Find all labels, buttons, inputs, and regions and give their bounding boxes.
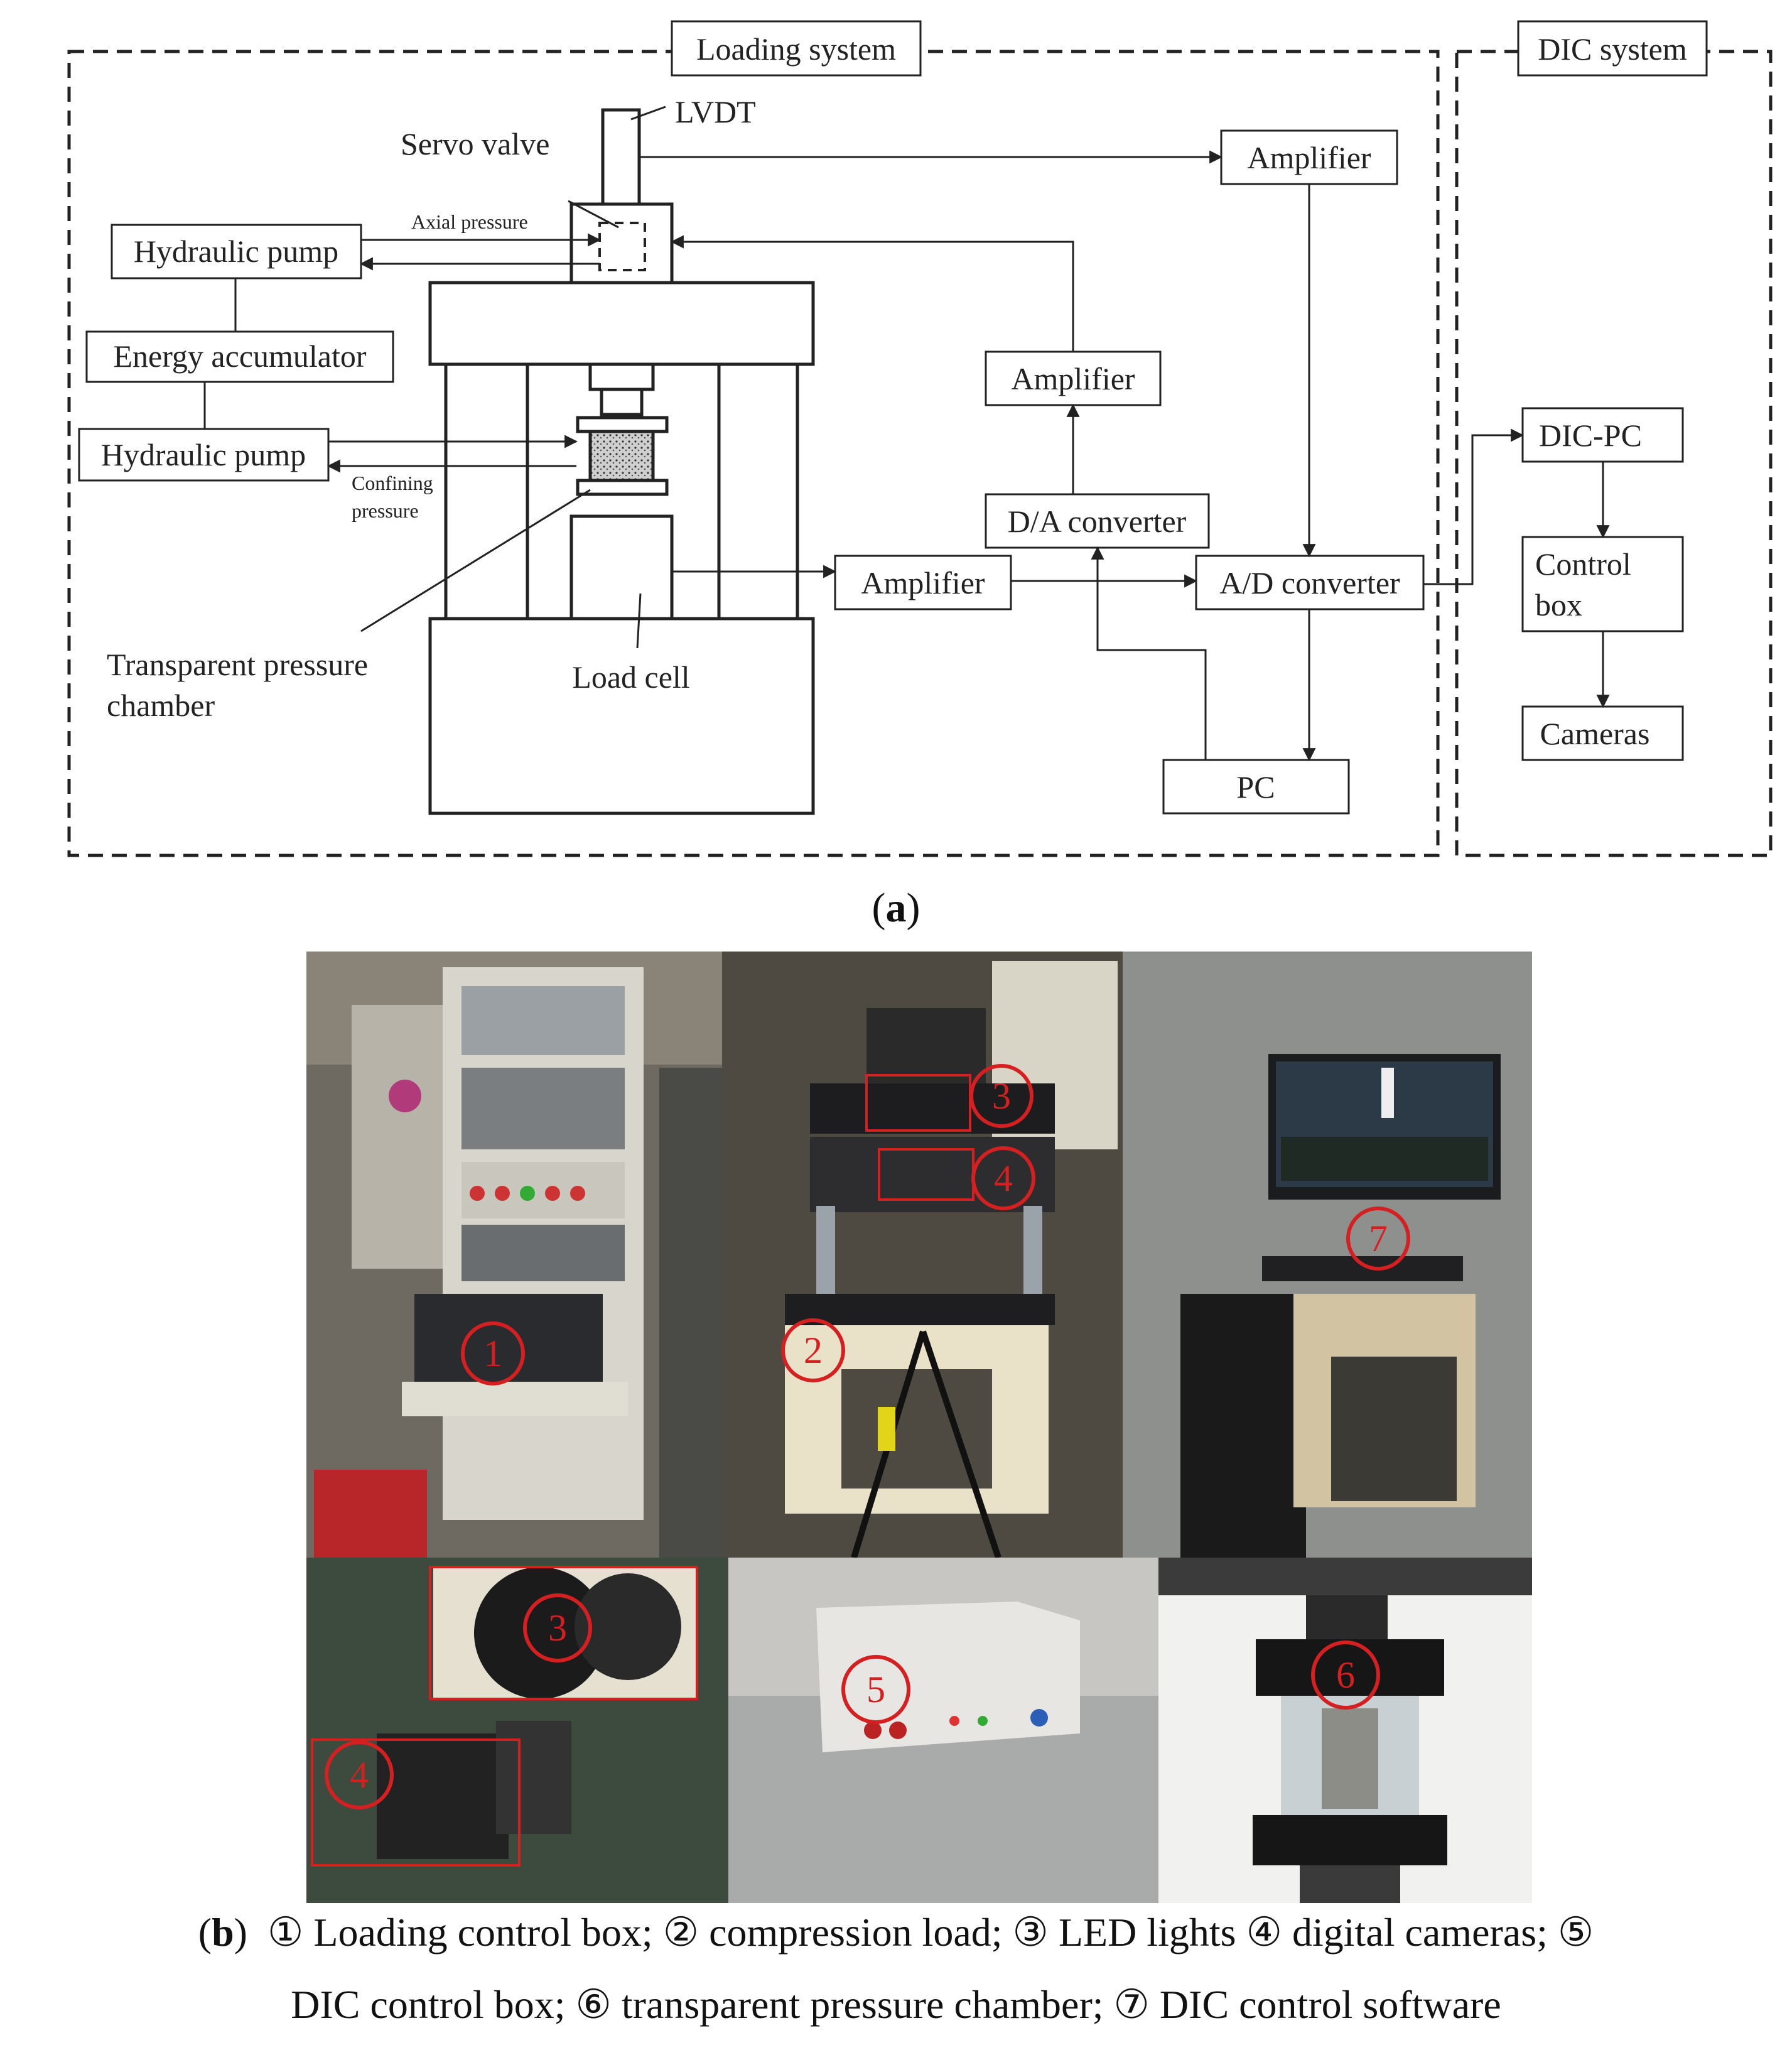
text-amplifier-mid: Amplifier <box>1011 361 1135 396</box>
label-servo-valve: Servo valve <box>401 126 549 161</box>
photo-compression-load <box>722 952 1123 1559</box>
caption-b-letter: b <box>212 1910 234 1955</box>
text-pc: PC <box>1236 769 1275 805</box>
caption-b-line1: (b) ① Loading control box; ② compression… <box>198 1910 1594 1955</box>
box-cameras <box>1521 705 1684 761</box>
photo-led-and-camera <box>306 1558 728 1903</box>
highlight-frames <box>311 1074 974 1867</box>
rock-specimen <box>588 430 655 482</box>
marker-7: 7 <box>1369 1218 1388 1259</box>
label-confining-1: Confining <box>352 472 433 494</box>
label-loading-system: Loading system <box>696 31 896 67</box>
marker-4b: 4 <box>350 1754 369 1796</box>
box-pc <box>1162 759 1350 815</box>
marker-2: 2 <box>804 1330 823 1371</box>
marker-5: 5 <box>866 1669 885 1710</box>
box-amplifier-top <box>1220 129 1398 185</box>
box-amplifier-loadcell <box>834 555 1012 610</box>
marker-3b-circle <box>523 1593 592 1662</box>
marker-6: 6 <box>1336 1654 1355 1696</box>
marker-3a: 3 <box>992 1075 1011 1117</box>
marker-5-circle <box>841 1655 910 1724</box>
box-dic-pc <box>1521 407 1684 463</box>
box-ad-converter <box>1195 555 1425 610</box>
label-load-cell: Load cell <box>572 659 689 695</box>
text-hydraulic-pump-top: Hydraulic pump <box>134 234 338 269</box>
label-confining-2: pressure <box>352 499 419 522</box>
label-transparent-2: chamber <box>107 688 215 723</box>
marker-6-circle <box>1311 1641 1380 1710</box>
marker-1: 1 <box>483 1333 502 1374</box>
caption-a: (a) <box>872 885 920 931</box>
label-lvdt: LVDT <box>675 94 756 129</box>
text-control-box-1: Control <box>1535 546 1631 582</box>
loading-system-tab <box>671 20 922 77</box>
servo-valve-box <box>598 222 646 271</box>
text-hydraulic-pump-bottom: Hydraulic pump <box>101 437 306 472</box>
load-cell-body <box>569 514 674 621</box>
marker-7-circle <box>1346 1207 1410 1271</box>
caption-b-text1: ① Loading control box; ② compression loa… <box>267 1910 1594 1955</box>
text-dic-pc: DIC-PC <box>1539 418 1642 453</box>
loading-system-frame <box>67 50 1440 857</box>
marker-4a: 4 <box>994 1158 1013 1199</box>
text-amplifier-top: Amplifier <box>1247 140 1371 175</box>
dic-system-tab <box>1517 20 1708 77</box>
marker-4b-circle <box>325 1740 394 1809</box>
caption-b-line2: DIC control box; ⑥ transparent pressure … <box>291 1982 1501 2027</box>
label-axial-pressure: Axial pressure <box>411 210 528 233</box>
schematic-diagram <box>67 20 1773 857</box>
marker-4a-circle <box>971 1146 1035 1210</box>
text-cameras: Cameras <box>1540 716 1650 751</box>
loading-machine <box>428 108 815 815</box>
photo-pressure-chamber <box>1158 1558 1532 1903</box>
label-dic-system: DIC system <box>1538 31 1687 67</box>
text-ad-converter: A/D converter <box>1219 565 1400 600</box>
caption-a-letter: a <box>885 885 907 931</box>
marker-3a-circle <box>969 1064 1034 1128</box>
box-energy-accumulator <box>85 330 394 383</box>
photo-dic-control-box <box>728 1558 1158 1903</box>
photo-collage: 1 2 3 4 7 3 4 5 6 <box>306 952 1532 1903</box>
marker-1-circle <box>461 1321 525 1386</box>
text-control-box-2: box <box>1535 587 1582 622</box>
text-da-converter: D/A converter <box>1008 504 1187 539</box>
marker-3b: 3 <box>548 1607 567 1649</box>
text-energy-accumulator: Energy accumulator <box>113 339 366 374</box>
photo-loading-control <box>306 952 722 1558</box>
marker-2-circle <box>781 1318 845 1382</box>
text-amplifier-loadcell: Amplifier <box>861 565 985 600</box>
label-transparent-1: Transparent pressure <box>107 647 368 682</box>
photo-dic-software <box>1123 952 1532 1558</box>
box-da-converter <box>985 493 1210 549</box>
